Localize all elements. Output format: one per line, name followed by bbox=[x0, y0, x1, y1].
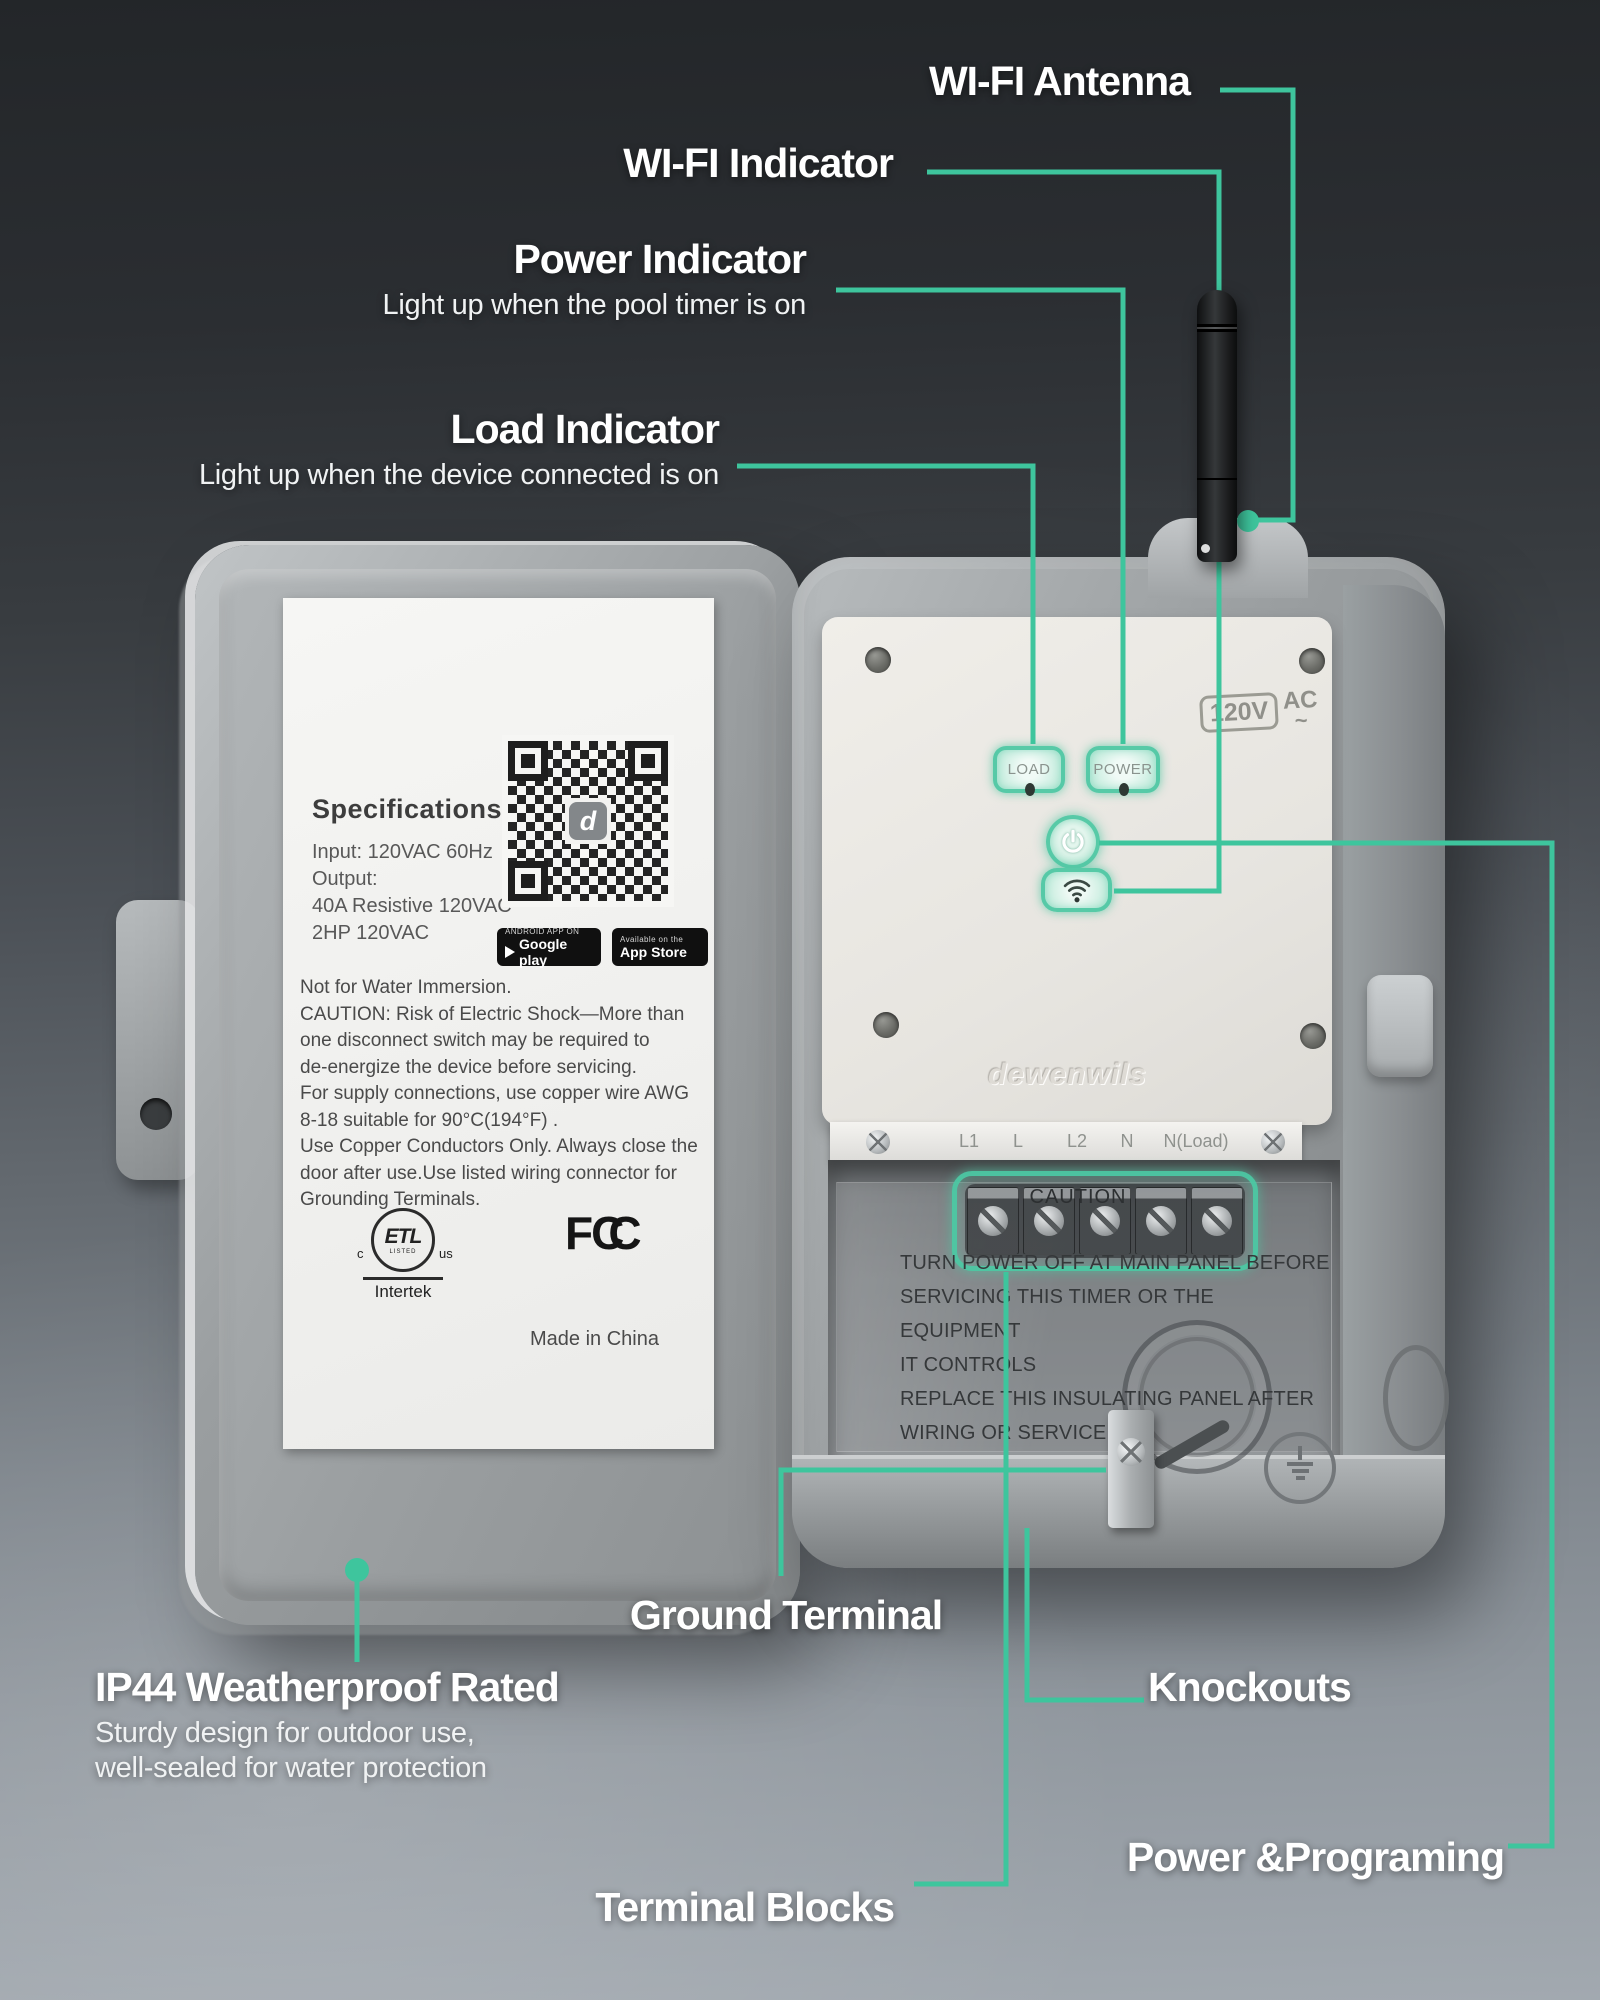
side-knockout bbox=[1383, 1345, 1449, 1451]
terminal-label: L1 bbox=[958, 1131, 980, 1151]
callout-line-wifi-antenna bbox=[1220, 87, 1296, 523]
latch-hole bbox=[140, 1098, 172, 1130]
callout-ground-terminal: Ground Terminal bbox=[629, 1592, 943, 1638]
screw-hole bbox=[873, 1012, 899, 1038]
terminal-screw-icon bbox=[1034, 1206, 1064, 1236]
wifi-indicator-light bbox=[1041, 868, 1112, 912]
made-in-china-label: Made in China bbox=[530, 1328, 659, 1350]
terminal-label: L2 bbox=[1066, 1131, 1088, 1151]
label-warning-paragraph: Not for Water Immersion. CAUTION: Risk o… bbox=[300, 977, 698, 1210]
spec-line: Input: 120VAC 60Hz bbox=[312, 841, 493, 863]
spec-line: 2HP 120VAC bbox=[312, 922, 430, 944]
terminal-screw-icon bbox=[978, 1206, 1008, 1236]
power-icon bbox=[1062, 829, 1084, 853]
callout-line-ground-terminal bbox=[778, 1467, 1106, 1576]
callout-dot-wifi-antenna bbox=[1237, 510, 1259, 532]
power-button[interactable] bbox=[1046, 815, 1100, 869]
wifi-icon bbox=[1063, 879, 1090, 903]
box-latch bbox=[1367, 975, 1433, 1077]
callout-line-power-indicator bbox=[836, 287, 1126, 744]
terminal-screw-icon bbox=[1146, 1206, 1176, 1236]
terminal-cell bbox=[1079, 1187, 1131, 1255]
ground-symbol-icon bbox=[1264, 1432, 1336, 1504]
callout-line-terminal-blocks bbox=[914, 1272, 1009, 1887]
qr-code: d bbox=[502, 735, 674, 907]
terminal-label-strip: L1 L L2 N N(Load) bbox=[830, 1122, 1302, 1162]
timer-front-panel: 120V AC~ LOAD POWER bbox=[822, 617, 1332, 1125]
badge-app-store: Available on the App Store bbox=[612, 928, 708, 966]
qr-center-logo: d bbox=[565, 798, 611, 844]
caution-print: CAUTION bbox=[1029, 1186, 1127, 1208]
callout-knockouts: Knockouts bbox=[1148, 1664, 1352, 1710]
terminal-screw-icon bbox=[1202, 1206, 1232, 1236]
terminal-label: N bbox=[1120, 1131, 1134, 1151]
device-box: 120V AC~ LOAD POWER bbox=[792, 518, 1449, 1568]
panel-warning-lines: TURN POWER OFF AT MAIN PANEL BEFORE SERV… bbox=[900, 1252, 1330, 1444]
callout-power-indicator: Power Indicator Light up when the pool t… bbox=[382, 236, 807, 321]
qr-finder-icon bbox=[628, 741, 668, 781]
callout-line-wifi-indicator bbox=[1114, 560, 1222, 894]
badge-google-play: ANDROID APP ON Google play bbox=[497, 927, 601, 968]
load-indicator-light: LOAD bbox=[993, 746, 1065, 796]
terminal-label: L bbox=[1012, 1131, 1024, 1151]
terminal-label: N(Load) bbox=[1163, 1131, 1229, 1151]
terminal-cell bbox=[1191, 1187, 1243, 1255]
callout-line-wifi-indicator bbox=[927, 169, 1222, 292]
wifi-antenna bbox=[1197, 290, 1237, 562]
terminal-screw-icon bbox=[1090, 1206, 1120, 1236]
callout-wifi-indicator: WI-FI Indicator bbox=[623, 140, 894, 186]
specification-label: Specifications Input: 120VAC 60Hz Output… bbox=[283, 598, 714, 1449]
spec-heading: Specifications bbox=[312, 794, 503, 824]
callout-load-indicator: Load Indicator Light up when the device … bbox=[198, 406, 720, 491]
qr-finder-icon bbox=[508, 861, 548, 901]
terminal-cell bbox=[1135, 1187, 1187, 1255]
callout-wifi-antenna: WI-FI Antenna bbox=[928, 58, 1191, 104]
door-latch-tab bbox=[116, 900, 200, 1180]
power-indicator-light: POWER bbox=[1086, 746, 1160, 796]
callout-terminal-blocks: Terminal Blocks bbox=[595, 1884, 895, 1930]
fcc-certification-icon: FCC bbox=[565, 1207, 642, 1259]
callout-line-load-indicator bbox=[737, 463, 1036, 744]
knockout-circle bbox=[1122, 1320, 1272, 1474]
terminal-block-highlight bbox=[952, 1171, 1258, 1271]
callout-ip44: IP44 Weatherproof Rated Sturdy design fo… bbox=[95, 1664, 560, 1784]
terminal-cell bbox=[1023, 1187, 1075, 1255]
ground-terminal-bracket bbox=[1108, 1410, 1154, 1528]
screw-hole bbox=[1299, 648, 1325, 674]
strip-screw-icon bbox=[866, 1130, 890, 1154]
ground-screw-icon bbox=[1117, 1438, 1145, 1466]
callout-line-power-programing bbox=[1099, 840, 1555, 1849]
qr-finder-icon bbox=[508, 741, 548, 781]
callout-line-knockouts bbox=[1024, 1528, 1144, 1703]
brand-logo: dewenwils bbox=[988, 1058, 1148, 1091]
intertek-label: Intertek bbox=[374, 1282, 432, 1301]
play-triangle-icon bbox=[505, 945, 515, 958]
etl-certification-icon: ETL LISTED c us Intertek bbox=[357, 1208, 453, 1302]
spec-line: Output: bbox=[312, 868, 378, 890]
callout-power-programing: Power &Programing bbox=[1126, 1834, 1505, 1880]
wiring-compartment: CAUTION TURN POWER OFF AT MAIN PANEL BEF… bbox=[828, 1160, 1340, 1460]
terminal-cell bbox=[967, 1187, 1019, 1255]
strip-screw-icon bbox=[1261, 1130, 1285, 1154]
spec-line: 40A Resistive 120VAC bbox=[312, 895, 512, 917]
screw-hole bbox=[1300, 1023, 1326, 1049]
callout-dot-ip44 bbox=[345, 1558, 369, 1582]
terminal-block bbox=[965, 1184, 1245, 1258]
screw-hole bbox=[865, 647, 891, 673]
